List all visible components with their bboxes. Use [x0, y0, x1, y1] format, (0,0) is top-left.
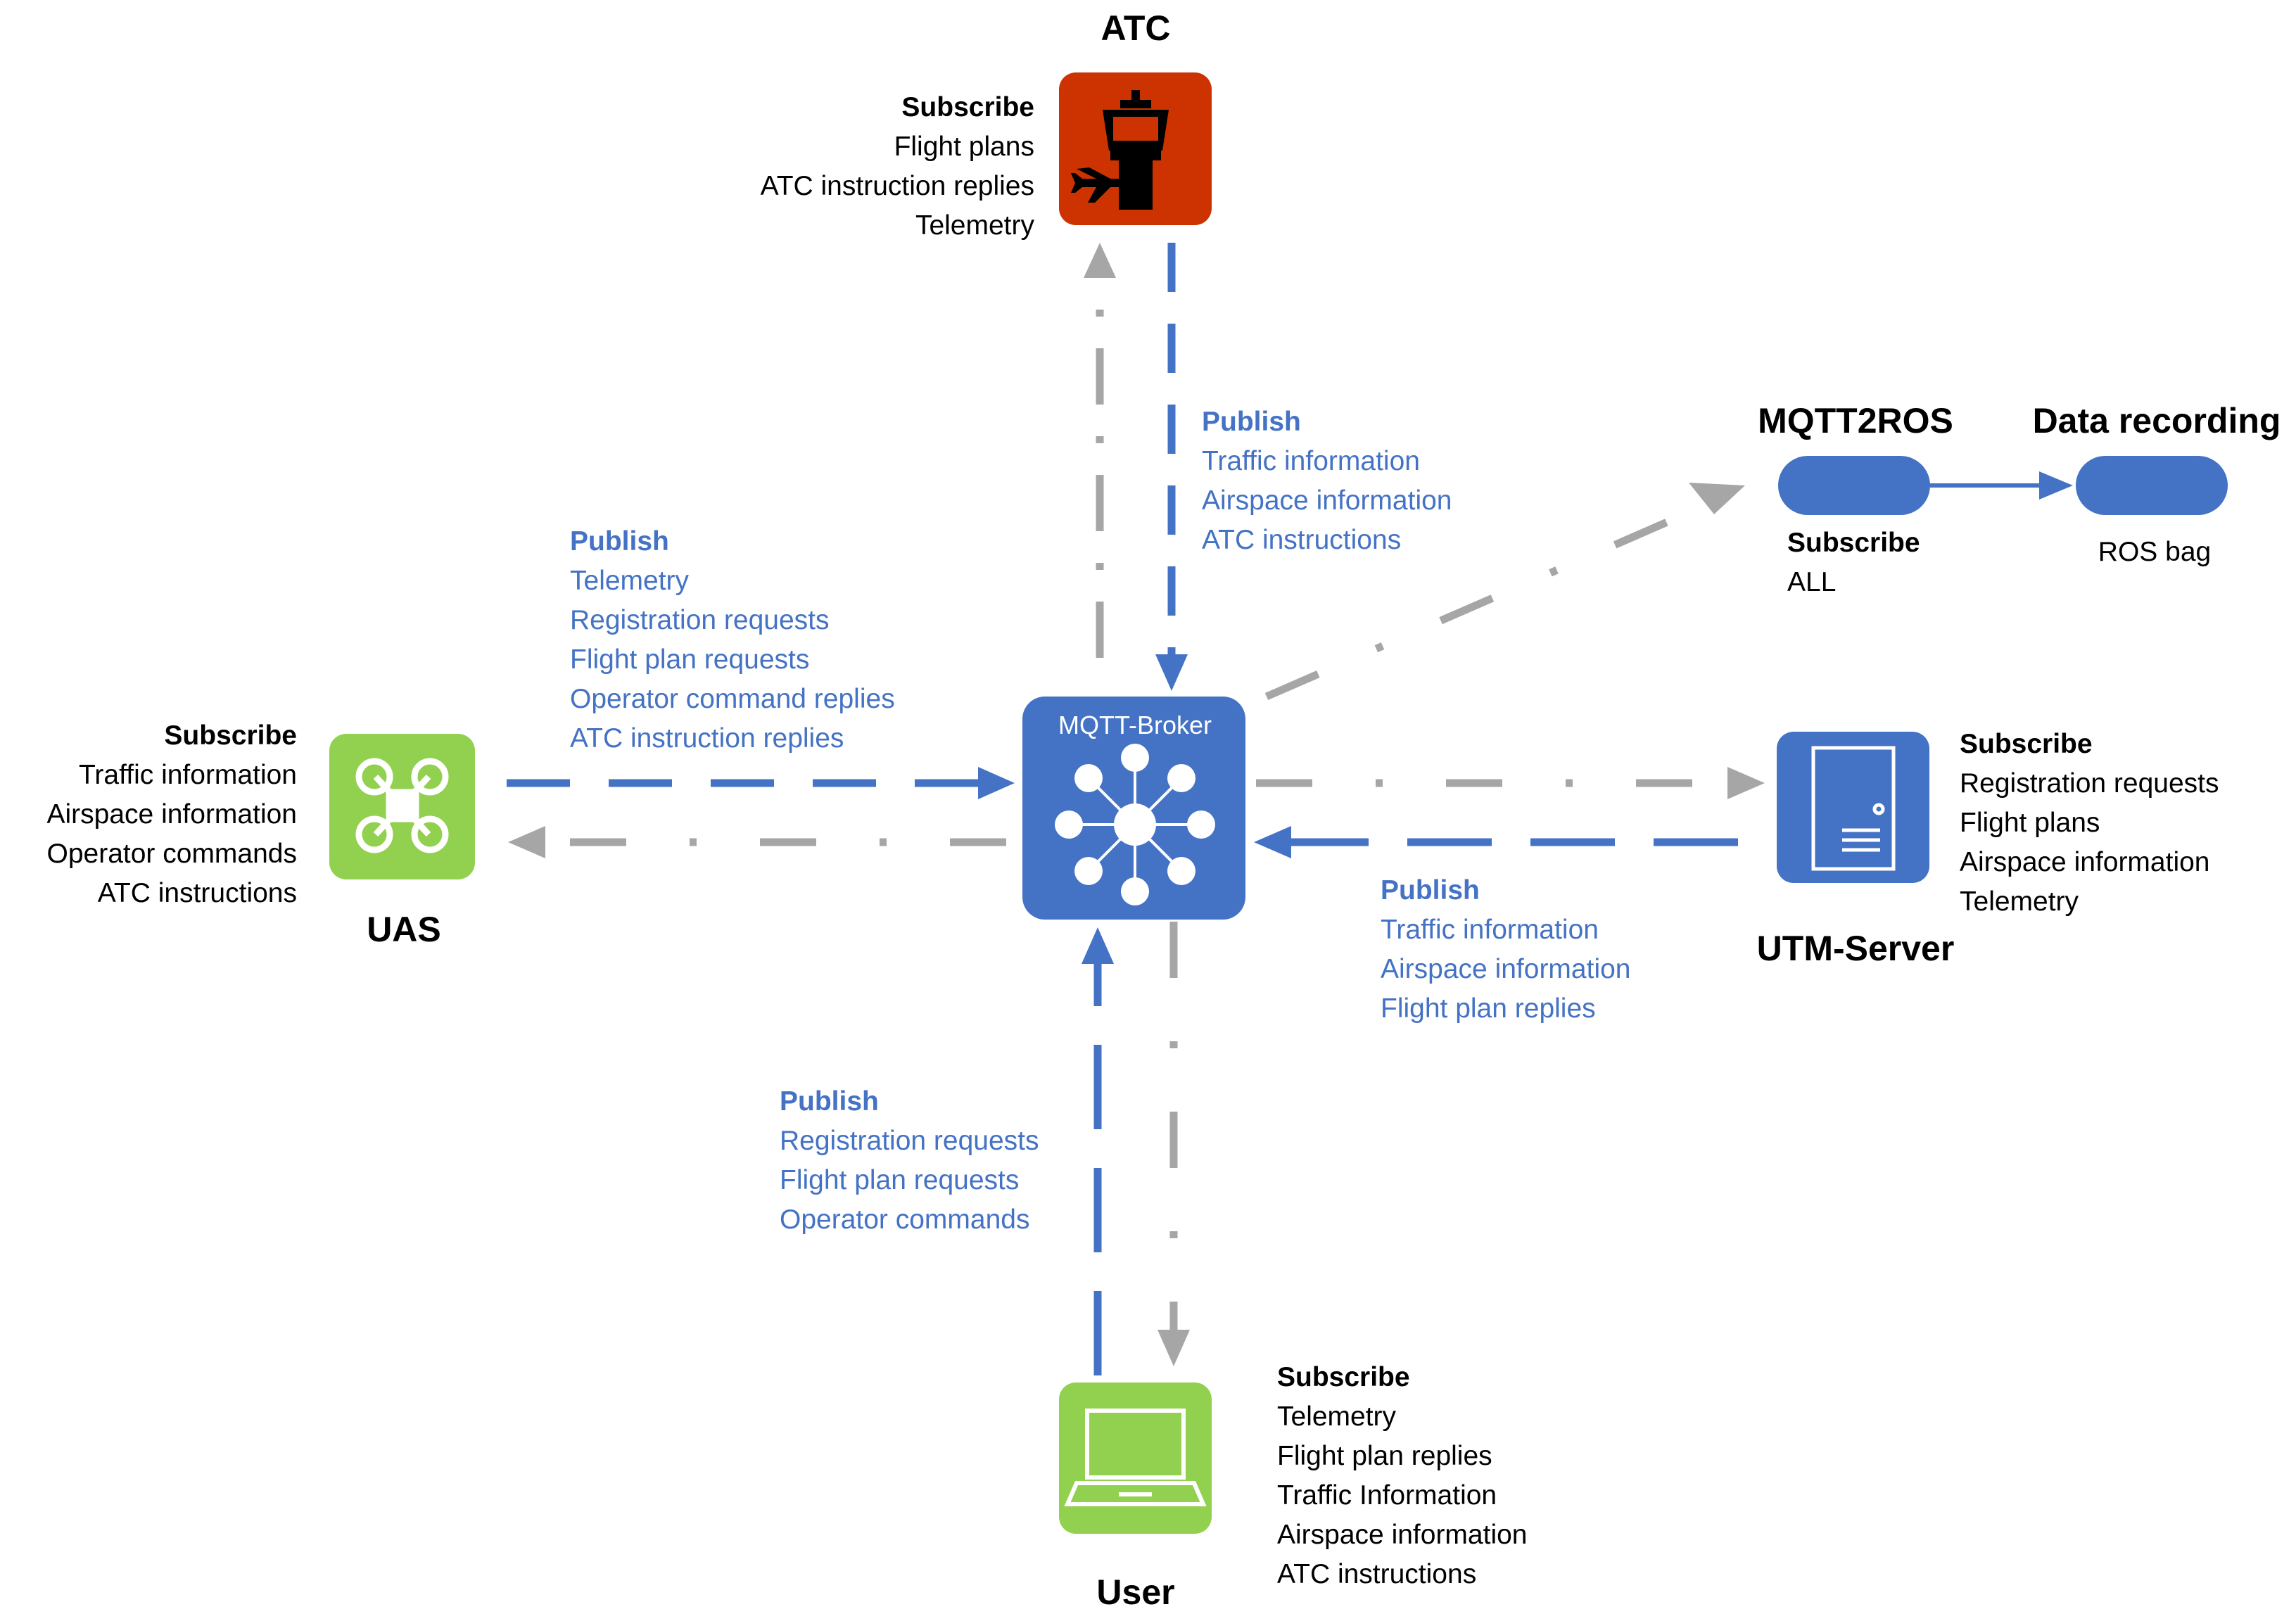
user-node: User — [1059, 1382, 1212, 1612]
user-publish-labels: Publish Registration requests Flight pla… — [780, 1086, 1039, 1235]
user-subscribe-heading: Subscribe — [1277, 1362, 1410, 1392]
user-to-broker-arrowhead — [1082, 927, 1114, 964]
mqtt2ros-subscribe-heading: Subscribe — [1787, 528, 1920, 558]
user-publish-item: Registration requests — [780, 1126, 1039, 1156]
atc-subscribe-labels: Subscribe Flight plans ATC instruction r… — [761, 92, 1035, 241]
control-tower-icon — [1071, 90, 1169, 210]
broker-to-uas-arrowhead — [508, 826, 545, 858]
atc-subscribe-item: ATC instruction replies — [761, 171, 1034, 201]
utm-subscribe-item: Registration requests — [1960, 768, 2219, 799]
utm-publish-labels: Publish Traffic information Airspace inf… — [1381, 875, 1631, 1024]
uas-subscribe-labels: Subscribe Traffic information Airspace i… — [47, 720, 298, 908]
user-box — [1059, 1382, 1212, 1534]
utm-publish-item: Airspace information — [1381, 954, 1631, 984]
atc-publish-heading: Publish — [1202, 407, 1301, 437]
broker-to-mqtt2ros-line — [1264, 502, 1705, 701]
atc-title: ATC — [1101, 8, 1170, 48]
uas-publish-item: Telemetry — [570, 566, 690, 596]
user-subscribe-item: Telemetry — [1277, 1401, 1397, 1432]
utm-title: UTM-Server — [1757, 929, 1955, 968]
broker-node: MQTT-Broker — [1022, 697, 1245, 920]
mqtt2ros-subscribe-item: ALL — [1787, 567, 1836, 597]
hub-network-icon — [1055, 744, 1215, 905]
recording-title: Data recording — [2033, 401, 2281, 440]
utm-subscribe-item: Flight plans — [1960, 808, 2100, 838]
user-subscribe-item: Traffic Information — [1277, 1480, 1497, 1511]
user-subscribe-item: Flight plan replies — [1277, 1441, 1492, 1471]
connectors — [507, 243, 2073, 1375]
broker-label: MQTT-Broker — [1058, 711, 1212, 739]
atc-publish-labels: Publish Traffic information Airspace inf… — [1202, 407, 1452, 555]
user-publish-item: Operator commands — [780, 1204, 1029, 1235]
mqtt2ros-to-recording-arrowhead — [2039, 471, 2073, 500]
broker-to-mqtt2ros-arrowhead — [1689, 483, 1745, 514]
mqtt2ros-node: MQTT2ROS Subscribe ALL — [1758, 401, 1953, 597]
user-subscribe-item: ATC instructions — [1277, 1559, 1476, 1589]
recording-node: Data recording ROS bag — [2033, 401, 2281, 567]
atc-publish-item: Traffic information — [1202, 446, 1420, 476]
uas-publish-item: Operator command replies — [570, 684, 895, 714]
recording-item: ROS bag — [2098, 537, 2211, 567]
atc-node: ATC — [1059, 8, 1212, 225]
utm-subscribe-item: Airspace information — [1960, 847, 2210, 877]
mqtt2ros-title: MQTT2ROS — [1758, 401, 1953, 440]
utm-subscribe-labels: Subscribe Registration requests Flight p… — [1960, 729, 2219, 917]
user-publish-item: Flight plan requests — [780, 1165, 1019, 1195]
uas-subscribe-item: Airspace information — [47, 799, 298, 829]
utm-publish-heading: Publish — [1381, 875, 1480, 905]
uas-node: UAS — [329, 734, 475, 949]
uas-publish-labels: Publish Telemetry Registration requests … — [570, 526, 895, 754]
utm-box — [1777, 732, 1929, 883]
uas-subscribe-heading: Subscribe — [164, 720, 297, 751]
broker-to-user-arrowhead — [1157, 1330, 1190, 1366]
uas-publish-item: Registration requests — [570, 605, 830, 635]
utm-subscribe-item: Telemetry — [1960, 886, 2079, 917]
atc-subscribe-heading: Subscribe — [901, 92, 1034, 122]
broker-to-atc-arrowhead — [1084, 243, 1116, 278]
user-subscribe-labels: Subscribe Telemetry Flight plan replies … — [1277, 1362, 1528, 1589]
atc-publish-item: Airspace information — [1202, 485, 1452, 516]
utm-subscribe-heading: Subscribe — [1960, 729, 2093, 759]
uas-subscribe-item: Traffic information — [79, 760, 297, 790]
uas-publish-heading: Publish — [570, 526, 669, 557]
atc-to-broker-arrowhead — [1155, 654, 1188, 691]
utm-publish-item: Flight plan replies — [1381, 993, 1596, 1024]
utm-to-broker-arrowhead — [1254, 826, 1291, 858]
mqtt2ros-pill — [1778, 456, 1930, 515]
user-publish-heading: Publish — [780, 1086, 879, 1117]
drone-icon — [355, 758, 449, 853]
uas-publish-item: Flight plan requests — [570, 644, 809, 675]
atc-subscribe-item: Telemetry — [915, 210, 1035, 241]
uas-publish-item: ATC instruction replies — [570, 723, 844, 754]
server-icon — [1811, 746, 1896, 871]
laptop-icon — [1064, 1409, 1207, 1506]
user-subscribe-item: Airspace information — [1277, 1520, 1528, 1550]
atc-subscribe-item: Flight plans — [894, 132, 1034, 162]
broker-to-utm-arrowhead — [1727, 767, 1765, 799]
atc-publish-item: ATC instructions — [1202, 525, 1401, 555]
utm-publish-item: Traffic information — [1381, 915, 1599, 945]
uas-subscribe-item: Operator commands — [47, 839, 297, 869]
user-title: User — [1096, 1572, 1174, 1612]
uas-subscribe-item: ATC instructions — [98, 878, 297, 908]
utm-node: UTM-Server — [1757, 732, 1955, 968]
uas-to-broker-arrowhead — [978, 767, 1015, 799]
recording-pill — [2076, 456, 2228, 515]
uas-title: UAS — [367, 910, 441, 949]
